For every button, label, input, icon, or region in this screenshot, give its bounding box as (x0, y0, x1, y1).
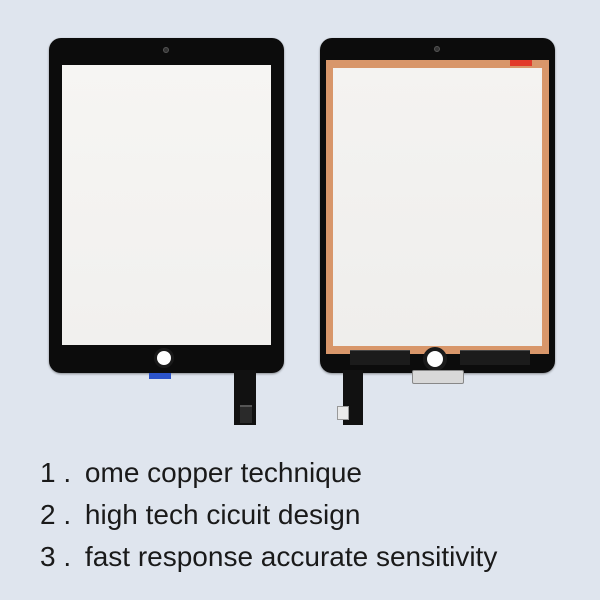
camera-hole-icon (163, 47, 169, 53)
back-glass (333, 68, 542, 346)
touch-panel-front (49, 38, 284, 373)
touch-panel-back (320, 38, 555, 373)
product-image (49, 38, 555, 425)
blue-tab (149, 373, 171, 379)
feature-item: 1 . ome copper technique (40, 452, 580, 494)
feature-number: 1 . (40, 457, 72, 488)
feature-list: 1 . ome copper technique 2 . high tech c… (40, 452, 580, 578)
home-button-hole-icon (423, 347, 447, 371)
feature-text: high tech cicuit design (84, 499, 361, 530)
front-flex-connector (240, 405, 252, 423)
feature-number: 2 . (40, 499, 72, 530)
camera-hole-icon (434, 46, 440, 52)
feature-item: 2 . high tech cicuit design (40, 494, 580, 536)
front-glass (62, 65, 271, 345)
back-flex-strip-left (350, 350, 410, 365)
metal-bracket (412, 370, 464, 384)
feature-number: 3 . (40, 541, 72, 572)
feature-text: fast response accurate sensitivity (84, 541, 498, 572)
red-tab (510, 60, 532, 66)
feature-text: ome copper technique (84, 457, 362, 488)
back-flex-connector (337, 406, 349, 420)
feature-item: 3 . fast response accurate sensitivity (40, 536, 580, 578)
home-button-hole-icon (154, 348, 174, 368)
back-flex-strip-right (460, 350, 530, 365)
